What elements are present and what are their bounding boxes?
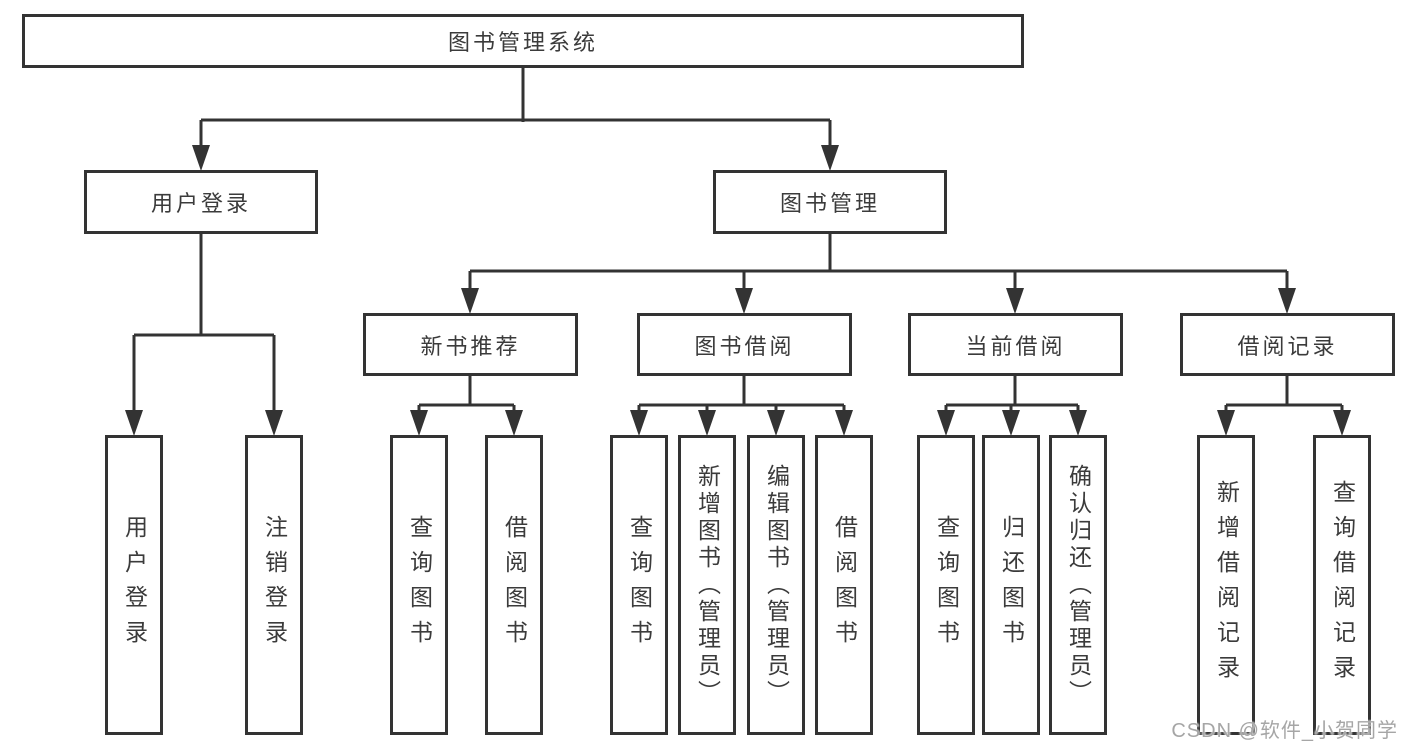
leaf-query-borrow-record: 查询借阅记录 — [1313, 435, 1371, 735]
csdn-watermark: CSDN @软件_小贺同学 — [1171, 720, 1398, 742]
leaf-borrow-books-borrowing: 借阅图书 — [815, 435, 873, 735]
node-book-management: 图书管理 — [713, 170, 947, 234]
leaf-borrow-books-recommend: 借阅图书 — [485, 435, 543, 735]
leaf-edit-book-admin: 编辑图书（管理员） — [747, 435, 805, 735]
leaf-confirm-return-admin: 确认归还（管理员） — [1049, 435, 1107, 735]
leaf-query-books-current: 查询图书 — [917, 435, 975, 735]
node-borrowing-records: 借阅记录 — [1180, 313, 1395, 376]
node-new-book-recommend: 新书推荐 — [363, 313, 578, 376]
node-book-borrowing: 图书借阅 — [637, 313, 852, 376]
leaf-add-book-admin: 新增图书（管理员） — [678, 435, 736, 735]
node-user-login: 用户登录 — [84, 170, 318, 234]
leaf-logout-login: 注销登录 — [245, 435, 303, 735]
leaf-query-books-borrowing: 查询图书 — [610, 435, 668, 735]
node-current-borrowing: 当前借阅 — [908, 313, 1123, 376]
leaf-query-books-recommend: 查询图书 — [390, 435, 448, 735]
node-root: 图书管理系统 — [22, 14, 1024, 68]
leaf-add-borrow-record: 新增借阅记录 — [1197, 435, 1255, 735]
leaf-return-book: 归还图书 — [982, 435, 1040, 735]
leaf-user-login: 用户登录 — [105, 435, 163, 735]
